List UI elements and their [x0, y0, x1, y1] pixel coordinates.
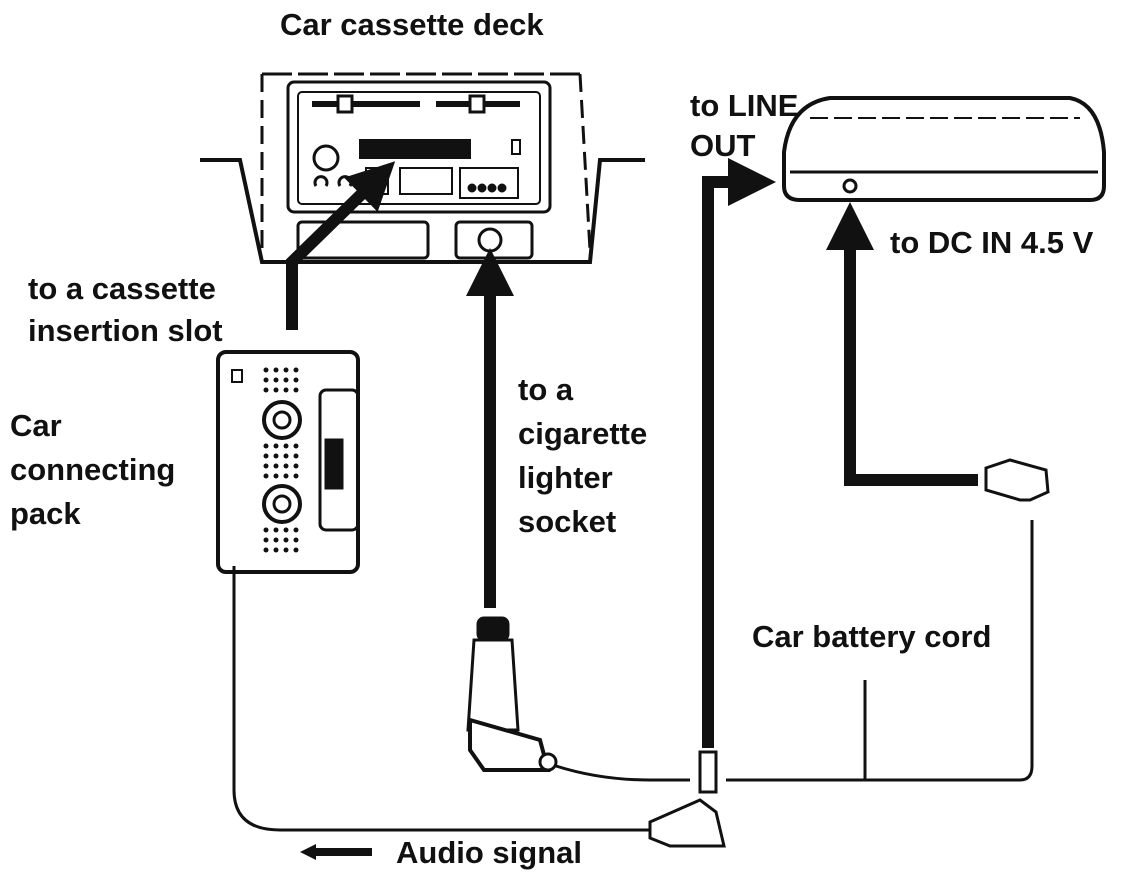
- arrow-to-line-out: [702, 158, 776, 748]
- label-to-cigarette-lighter: to a cigarette lighter socket: [518, 372, 648, 539]
- arrow-to-dc-in: [826, 202, 978, 486]
- label-to-line-out: to LINE OUT: [690, 88, 799, 163]
- cigarette-lighter-plug: [466, 616, 558, 772]
- label-car-connecting-pack: Car connecting pack: [10, 408, 176, 531]
- label-audio-signal: Audio signal: [396, 835, 582, 870]
- label-to-cassette-slot: to a cassette insertion slot: [28, 271, 223, 348]
- label-car-cassette-deck: Car cassette deck: [280, 7, 544, 42]
- label-to-dc-in: to DC IN 4.5 V: [890, 225, 1094, 260]
- audio-cable: [232, 566, 652, 832]
- car-cassette-deck: [200, 72, 645, 264]
- arrow-to-cassette-slot: [286, 161, 396, 330]
- battery-cord-right: [726, 520, 1034, 782]
- label-car-battery-cord: Car battery cord: [752, 619, 992, 654]
- car-connecting-pack: [216, 350, 360, 574]
- dc-plug: [984, 458, 1050, 502]
- battery-cord: [555, 764, 690, 782]
- audio-plug: [648, 750, 726, 848]
- player-device: [782, 96, 1106, 202]
